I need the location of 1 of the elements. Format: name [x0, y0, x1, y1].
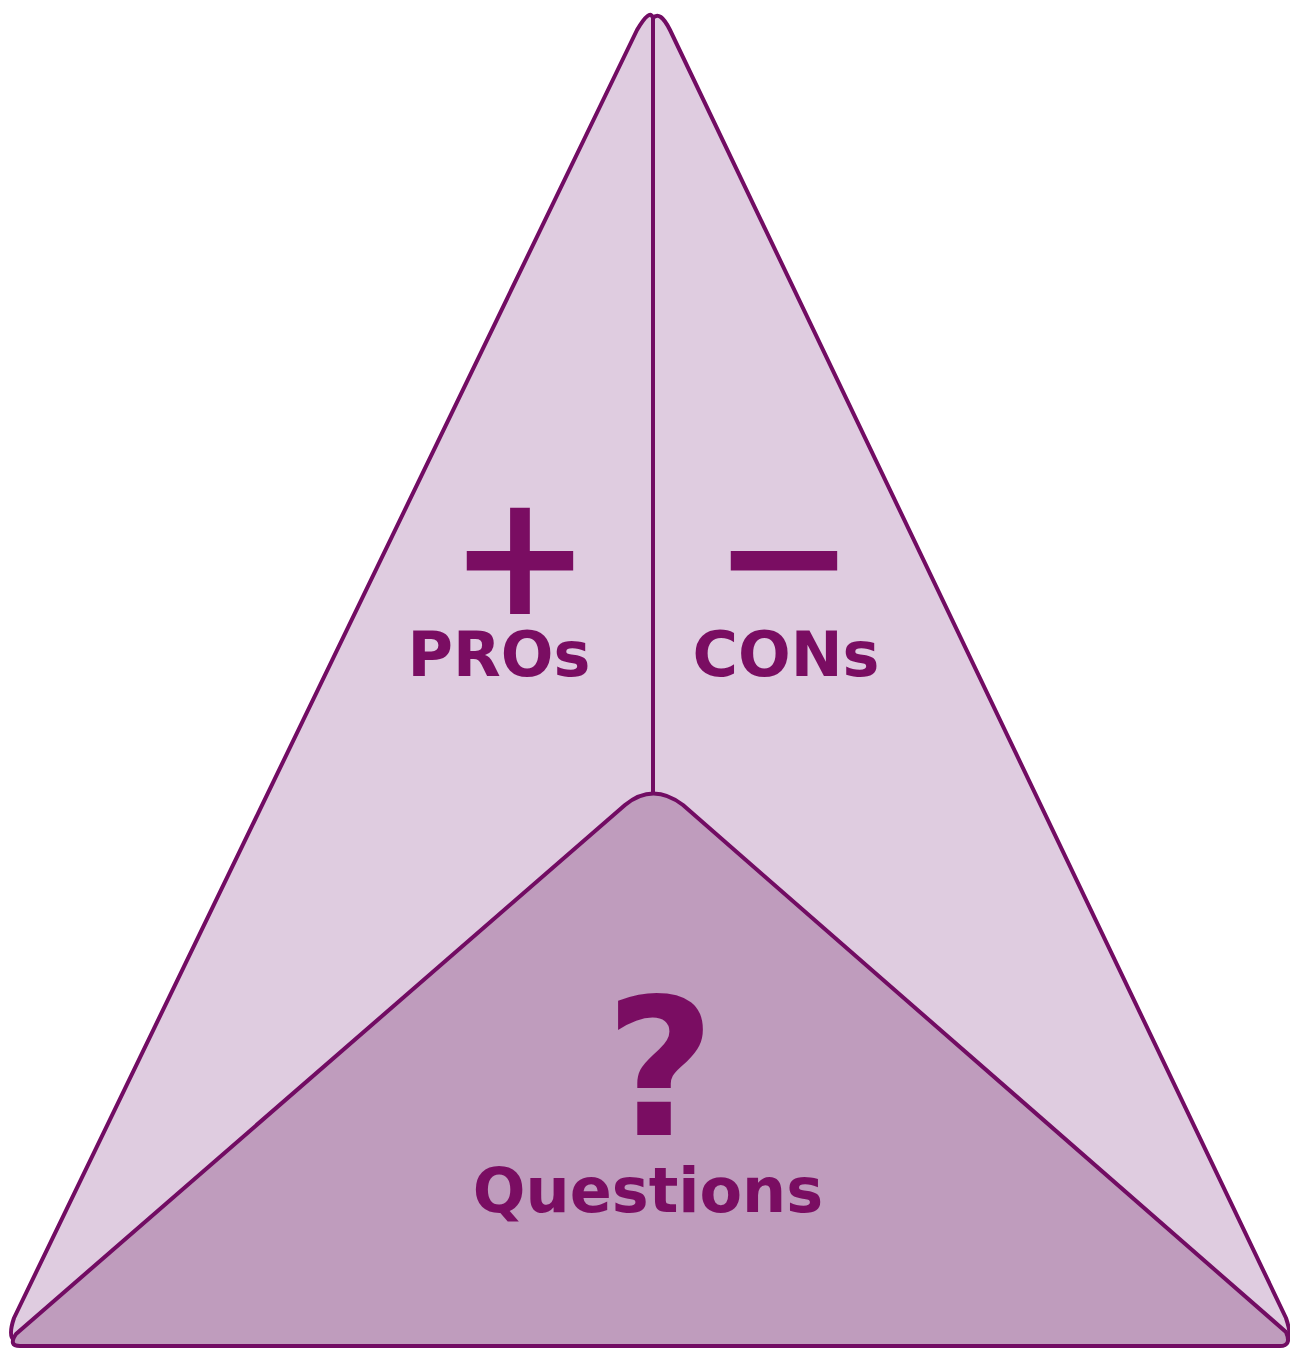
triangle-region	[10, 790, 1290, 1348]
